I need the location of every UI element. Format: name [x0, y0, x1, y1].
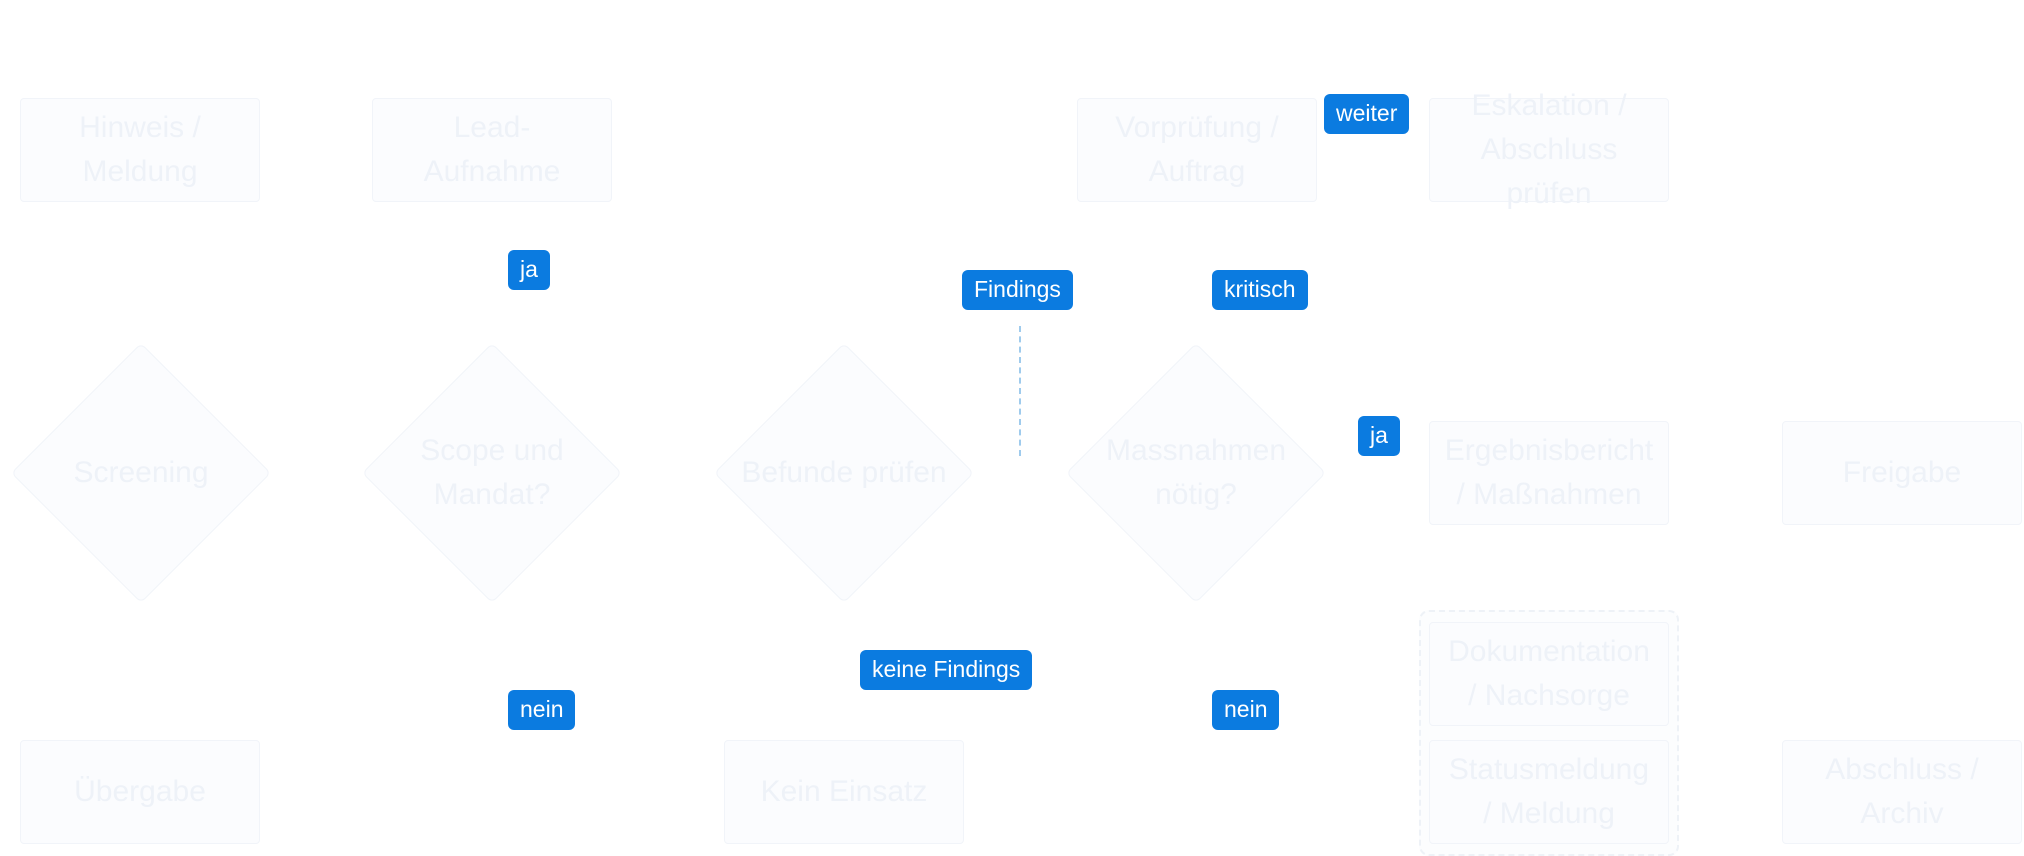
- edge-label-weiter: weiter: [1324, 94, 1410, 134]
- decision-scope: Scope und Mandat?: [420, 434, 564, 511]
- node-statusmeldung: Statusmeldung / Meldung: [1429, 740, 1669, 844]
- node-vorpruefung: Vorprüfung / Auftrag: [1077, 98, 1317, 202]
- node-label: Kein Einsatz: [760, 775, 928, 808]
- node-lead-aufnahme: Lead-Aufnahme: [372, 98, 612, 202]
- node-abschluss: Abschluss / Archiv: [1782, 740, 2022, 844]
- decision-befunde: Befunde prüfen: [741, 456, 947, 489]
- node-kein-einsatz: Kein Einsatz: [724, 740, 964, 844]
- node-uebergabe: Übergabe: [20, 740, 260, 844]
- edge-label-ja-top: ja: [508, 250, 550, 290]
- node-ergebnisbericht: Ergebnisbericht / Maßnahmen: [1429, 421, 1669, 525]
- node-hinweis: Hinweis / Meldung: [20, 98, 260, 202]
- node-freigabe: Freigabe: [1782, 421, 2022, 525]
- node-label: Lead-Aufnahme: [423, 111, 561, 188]
- node-eskalation: Eskalation / Abschluss prüfen: [1429, 89, 1669, 210]
- node-label: Ergebnisbericht / Maßnahmen: [1444, 434, 1654, 511]
- node-label: Abschluss / Archiv: [1825, 753, 1979, 830]
- edge-label-kritisch: kritisch: [1212, 270, 1308, 310]
- node-label: Eskalation / Abschluss prüfen: [1471, 89, 1627, 210]
- decision-screening: Screening: [73, 456, 209, 489]
- connector-dashed-line: [1019, 326, 1021, 456]
- node-label: Dokumentation / Nachsorge: [1448, 635, 1650, 712]
- edge-label-ja-right: ja: [1358, 416, 1400, 456]
- node-label: Hinweis / Meldung: [79, 111, 201, 188]
- node-label: Statusmeldung / Meldung: [1448, 753, 1650, 830]
- node-label: Übergabe: [74, 775, 206, 808]
- node-label: Vorprüfung / Auftrag: [1115, 111, 1279, 188]
- edge-label-nein-left: nein: [508, 690, 576, 730]
- decision-massnahmen: Massnahmen nötig?: [1105, 434, 1287, 511]
- edge-label-keine-findings: keine Findings: [860, 650, 1033, 690]
- node-dokumentation: Dokumentation / Nachsorge: [1429, 622, 1669, 726]
- edge-label-findings: Findings: [962, 270, 1073, 310]
- node-label: Freigabe: [1842, 456, 1962, 489]
- edge-label-nein-right: nein: [1212, 690, 1280, 730]
